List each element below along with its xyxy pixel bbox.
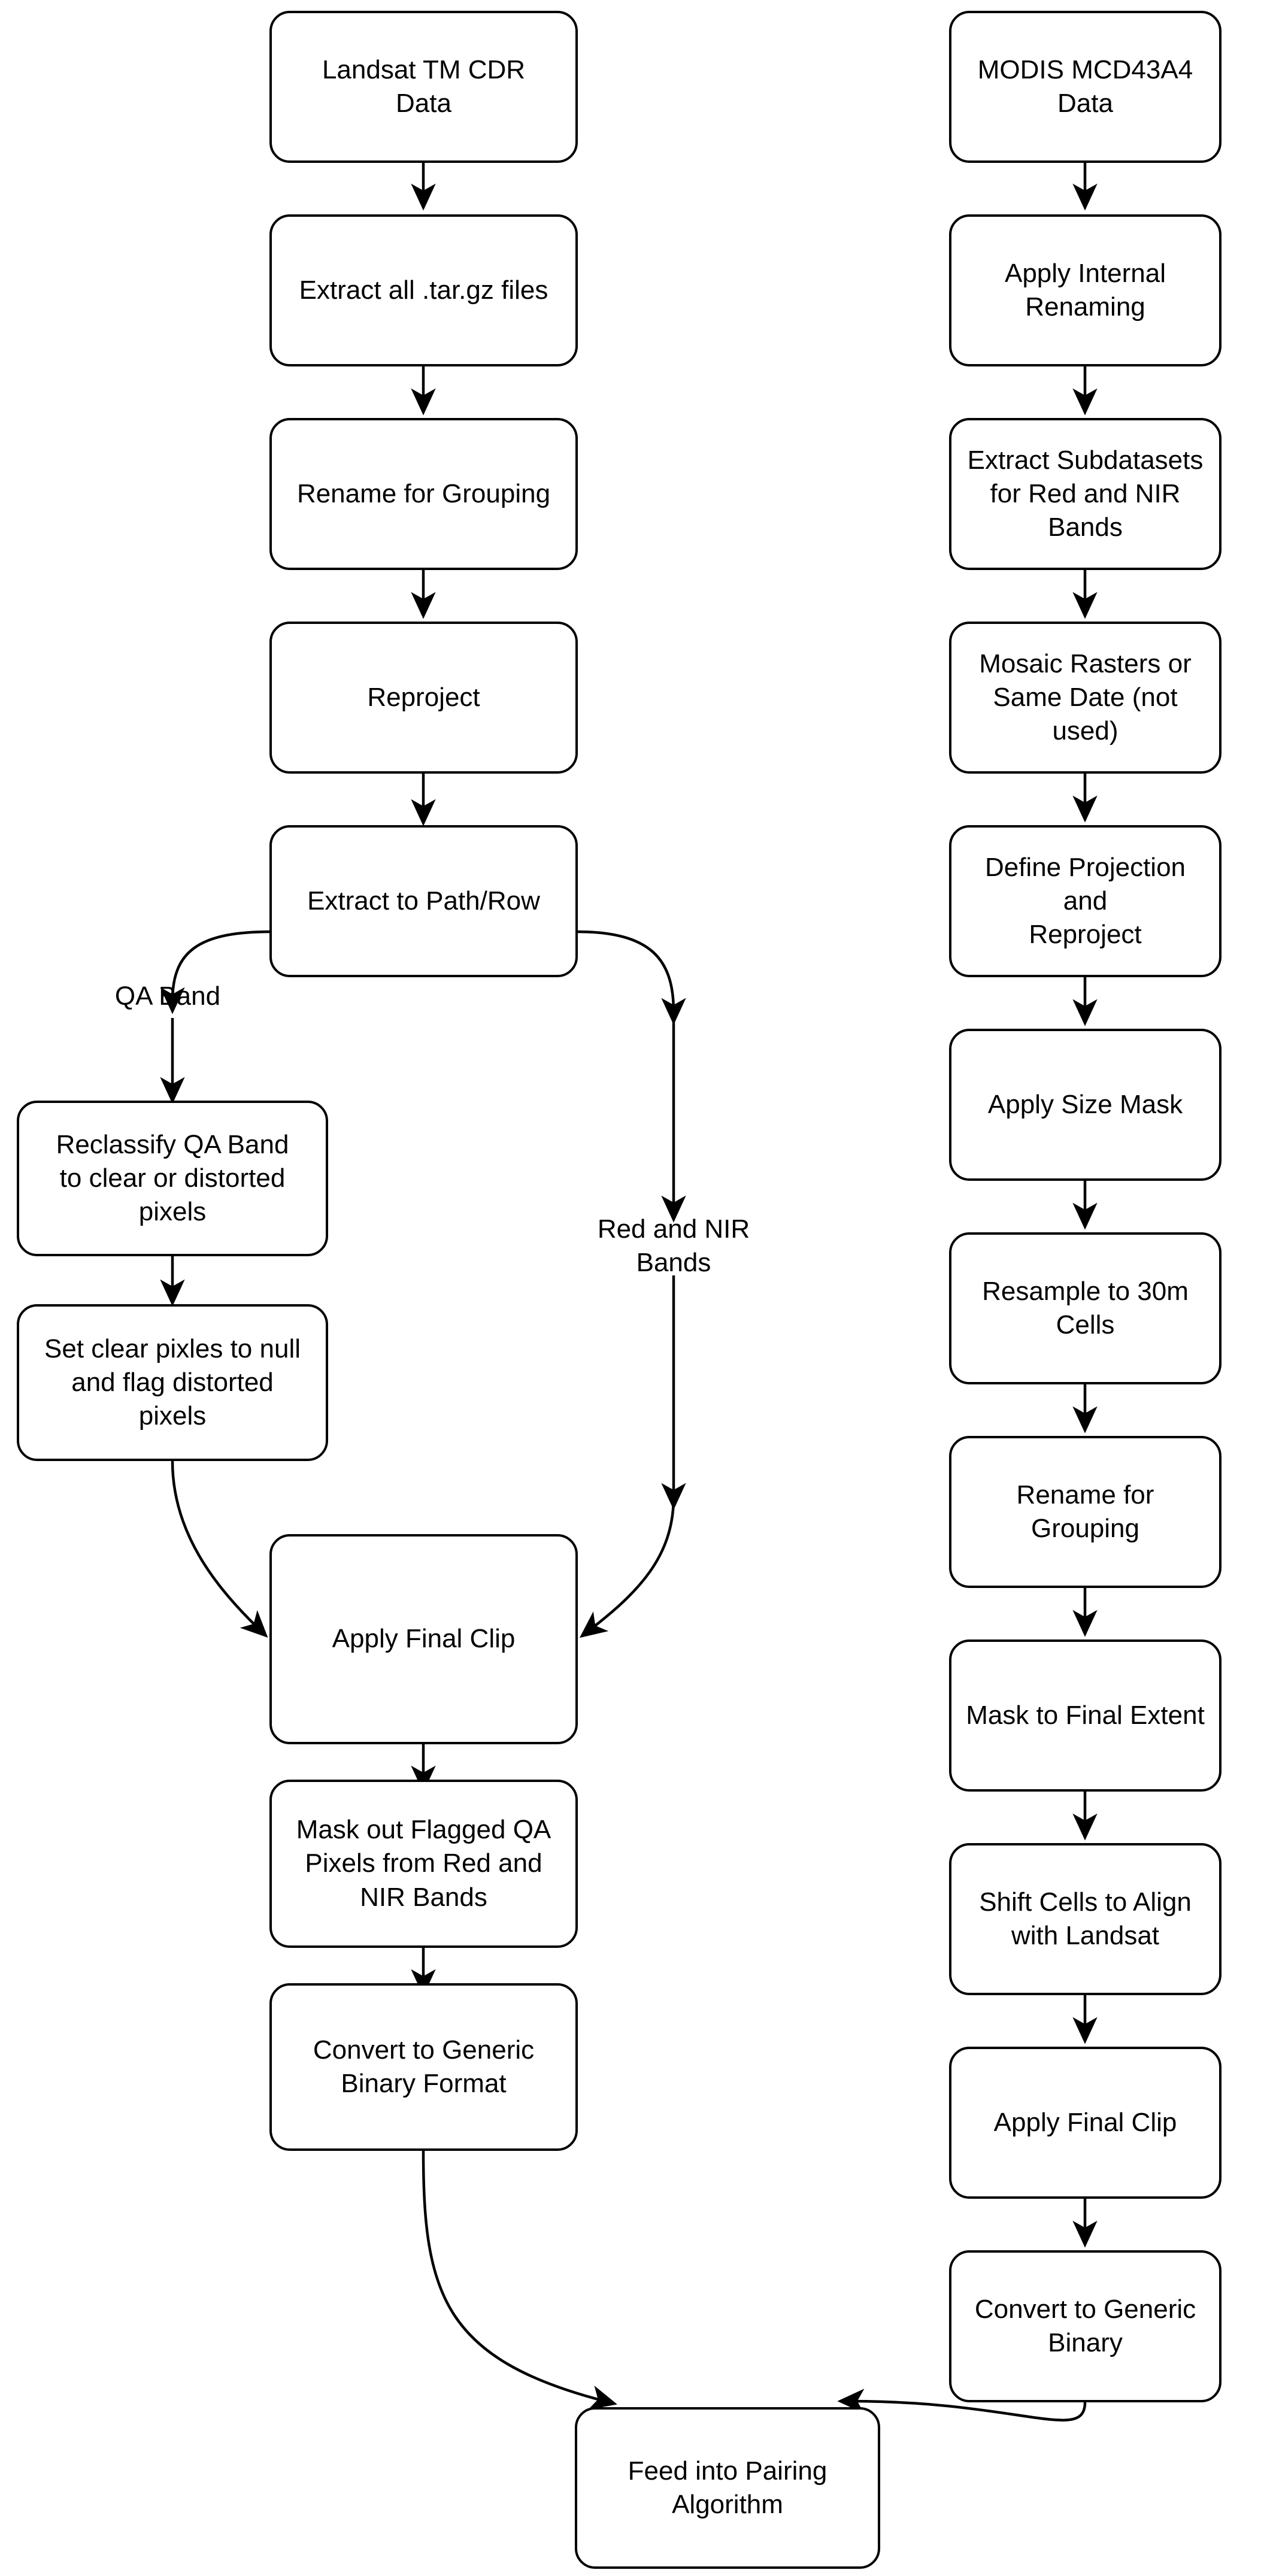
node-reclassify-qa-band[interactable]: Reclassify QA Band to clear or distorted… (17, 1101, 328, 1256)
node-mask-out-flagged-qa-pixels[interactable]: Mask out Flagged QA Pixels from Red and … (269, 1780, 578, 1948)
node-extract-subdatasets[interactable]: Extract Subdatasets for Red and NIR Band… (949, 418, 1221, 570)
node-convert-generic-binary-format[interactable]: Convert to Generic Binary Format (269, 1983, 578, 2151)
node-apply-internal-renaming[interactable]: Apply Internal Renaming (949, 214, 1221, 366)
node-convert-generic-binary[interactable]: Convert to Generic Binary (949, 2250, 1221, 2402)
node-landsat-tm-cdr-data[interactable]: Landsat TM CDR Data (269, 11, 578, 163)
node-reproject[interactable]: Reproject (269, 622, 578, 774)
node-mosaic-rasters[interactable]: Mosaic Rasters or Same Date (not used) (949, 622, 1221, 774)
node-extract-tar-gz[interactable]: Extract all .tar.gz files (269, 214, 578, 366)
node-rename-for-grouping-modis[interactable]: Rename for Grouping (949, 1436, 1221, 1588)
node-apply-size-mask[interactable]: Apply Size Mask (949, 1029, 1221, 1181)
node-shift-cells-align-landsat[interactable]: Shift Cells to Align with Landsat (949, 1843, 1221, 1995)
node-apply-final-clip-modis[interactable]: Apply Final Clip (949, 2047, 1221, 2199)
node-define-projection-reproject[interactable]: Define Projection and Reproject (949, 825, 1221, 977)
edge-label-qa-band: QA Band (114, 981, 221, 1011)
node-feed-into-pairing-algorithm[interactable]: Feed into Pairing Algorithm (575, 2407, 880, 2569)
node-modis-mcd43a4-data[interactable]: MODIS MCD43A4 Data (949, 11, 1221, 163)
node-mask-to-final-extent[interactable]: Mask to Final Extent (949, 1639, 1221, 1792)
node-resample-30m-cells[interactable]: Resample to 30m Cells (949, 1232, 1221, 1384)
node-rename-for-grouping-landsat[interactable]: Rename for Grouping (269, 418, 578, 570)
node-extract-to-path-row[interactable]: Extract to Path/Row (269, 825, 578, 977)
edge-label-red-and-nir-bands: Red and NIR Bands (597, 1214, 750, 1278)
node-set-clear-pixels-null[interactable]: Set clear pixles to null and flag distor… (17, 1304, 328, 1461)
node-apply-final-clip-landsat[interactable]: Apply Final Clip (269, 1534, 578, 1744)
